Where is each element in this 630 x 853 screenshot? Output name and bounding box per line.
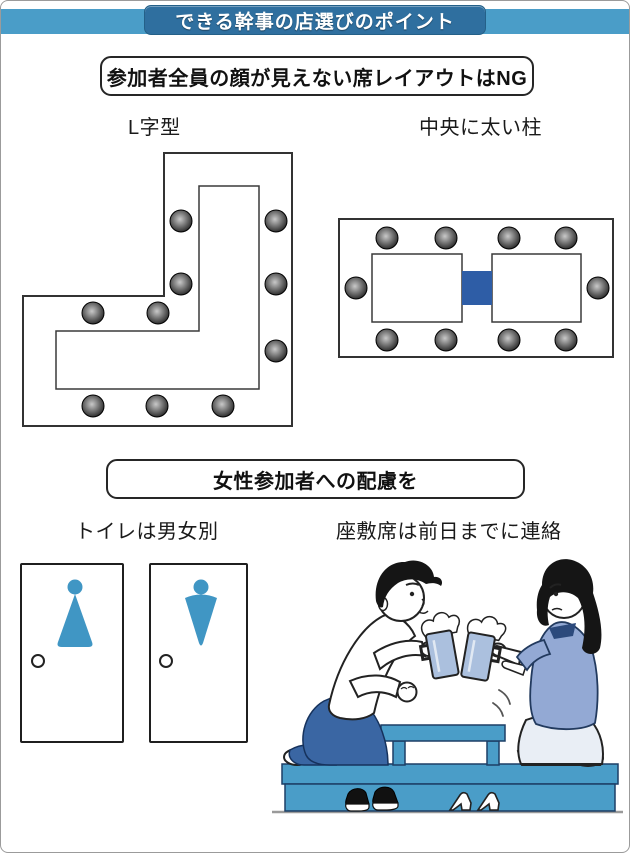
seat-dot (434, 328, 458, 352)
label-center-pillar: 中央に太い柱 (419, 117, 542, 139)
woman-sleeve (515, 638, 552, 672)
motion-lines (492, 689, 511, 717)
pillar-diagram (338, 218, 614, 358)
label-zashiki: 座敷席は前日までに連絡 (336, 521, 562, 543)
seat-dots (344, 226, 610, 352)
toilet-door-male (149, 563, 248, 743)
man-arm-lower (348, 674, 402, 699)
seat-dot (344, 276, 368, 300)
label-toilet: トイレは男女別 (75, 521, 219, 543)
seat-dot (81, 394, 105, 418)
toilet-door-female (20, 563, 124, 743)
doorknob-icon (31, 654, 45, 668)
female-icon-head (67, 579, 83, 595)
mens-shoes-icon (345, 786, 399, 812)
seat-dot (264, 272, 288, 296)
seat-dot (146, 301, 170, 325)
seat-dot (554, 226, 578, 250)
man-hair (375, 560, 443, 608)
beer-mug-icon (460, 616, 507, 682)
l-table (55, 185, 260, 390)
seat-dot (169, 272, 193, 296)
seat-dot (169, 209, 193, 233)
rule1-heading: 参加者全員の顔が見えない席レイアウトはNG (100, 56, 534, 96)
man-fist (396, 681, 418, 703)
man-shirt (327, 613, 417, 721)
label-l-shape: L字型 (128, 117, 181, 139)
pillar (462, 271, 492, 305)
l-shape-diagram (22, 152, 293, 427)
low-table (380, 724, 506, 766)
seat-dot (554, 328, 578, 352)
platform (281, 763, 619, 812)
male-icon-head (193, 579, 209, 595)
woman-figure (489, 559, 604, 767)
seat-dot (81, 301, 105, 325)
man-brow (405, 582, 420, 586)
male-icon (185, 594, 217, 646)
seat-dot (145, 394, 169, 418)
high-heels-icon (448, 791, 500, 811)
female-icon (57, 594, 93, 647)
beer-mug-icon (418, 611, 461, 680)
woman-brow (549, 583, 562, 589)
seat-dot (497, 328, 521, 352)
man-nose (421, 598, 425, 607)
table-right (491, 253, 582, 323)
woman-mouth (551, 607, 563, 611)
seat-dot (586, 276, 610, 300)
seat-dot (264, 209, 288, 233)
table-left (371, 253, 463, 323)
rule2-heading: 女性参加者への配慮を (106, 459, 525, 499)
zashiki-illustration (272, 559, 623, 814)
seat-dot (375, 226, 399, 250)
seat-dot (434, 226, 458, 250)
seat-dot (375, 328, 399, 352)
seat-dots (81, 209, 288, 418)
woman-hair (536, 559, 602, 654)
woman-forearm-2 (501, 660, 528, 677)
seat-dot (264, 339, 288, 363)
seat-dot (497, 226, 521, 250)
man-figure (283, 560, 443, 766)
man-eye (409, 591, 415, 597)
page-title: できる幹事の店選びのポイント (144, 5, 486, 35)
woman-eye (553, 591, 559, 597)
seat-dot (211, 394, 235, 418)
doorknob-icon (159, 654, 173, 668)
man-mouth (418, 610, 429, 615)
woman-collar (549, 623, 576, 639)
